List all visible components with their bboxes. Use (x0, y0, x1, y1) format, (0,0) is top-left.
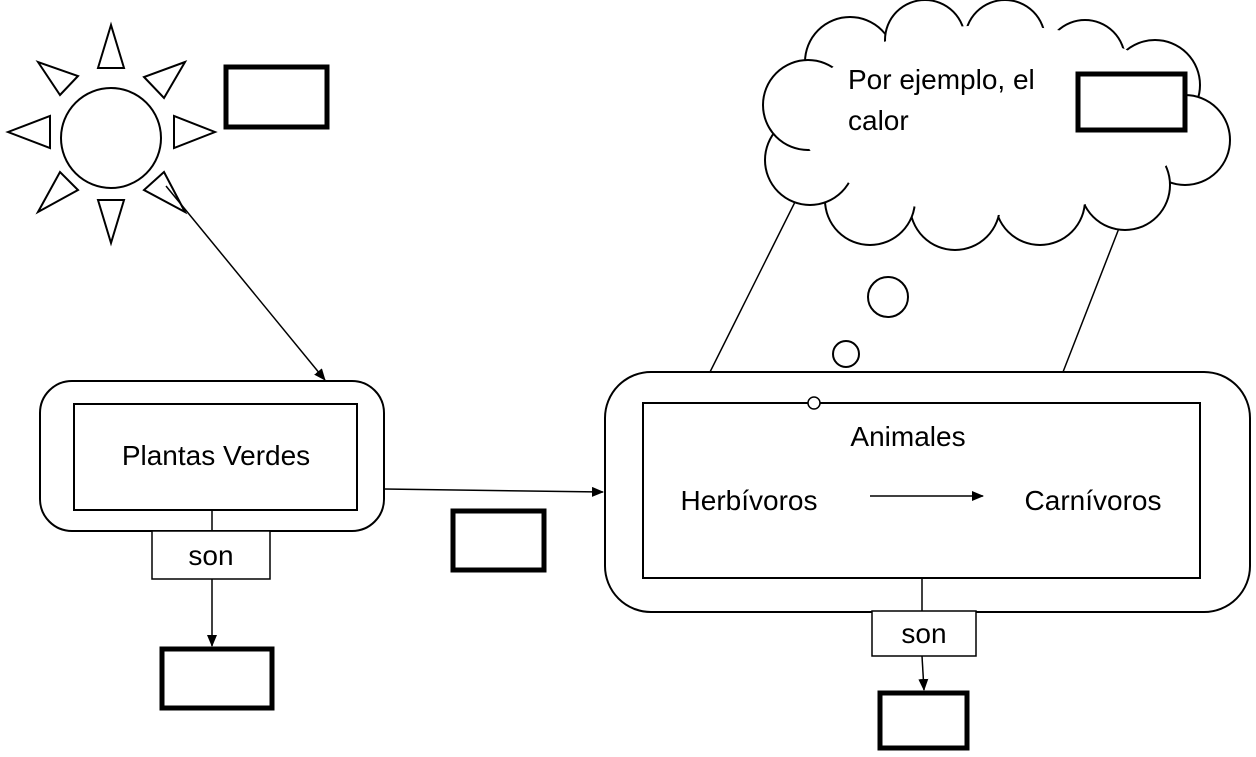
animals-title: Animales (850, 421, 965, 452)
plants-label: Plantas Verdes (122, 440, 310, 471)
plants-group: Plantas Verdes son (39, 380, 385, 711)
cloud-text-line2: calor (848, 105, 909, 136)
plants-inner-box (73, 403, 358, 511)
cloud-answer-box[interactable] (1075, 71, 1188, 133)
herbivores-label: Herbívoros (681, 485, 818, 516)
animals-connector-dot (807, 396, 821, 410)
sun-to-plants-arrow (165, 185, 326, 381)
sun-answer-box[interactable] (223, 64, 330, 130)
thought-cloud-icon (709, 0, 1231, 373)
plants-son-label: son (188, 540, 233, 571)
plants-answer-box[interactable] (159, 646, 275, 711)
animals-answer-box[interactable] (877, 690, 970, 751)
plants-son-box (151, 530, 271, 580)
animals-inner-box (642, 402, 1201, 579)
sun-icon (5, 21, 218, 247)
carnivores-label: Carnívoros (1025, 485, 1162, 516)
animals-son-label: son (901, 618, 946, 649)
animals-son-box (871, 610, 977, 657)
animals-group: Animales Herbívoros Carnívoros son (604, 371, 1251, 751)
plants-animals-answer-box[interactable] (450, 508, 547, 573)
animals-son-arrow (918, 655, 929, 691)
cloud-text-line1: Por ejemplo, el (848, 64, 1035, 95)
plants-to-animals-arrow (383, 486, 604, 497)
